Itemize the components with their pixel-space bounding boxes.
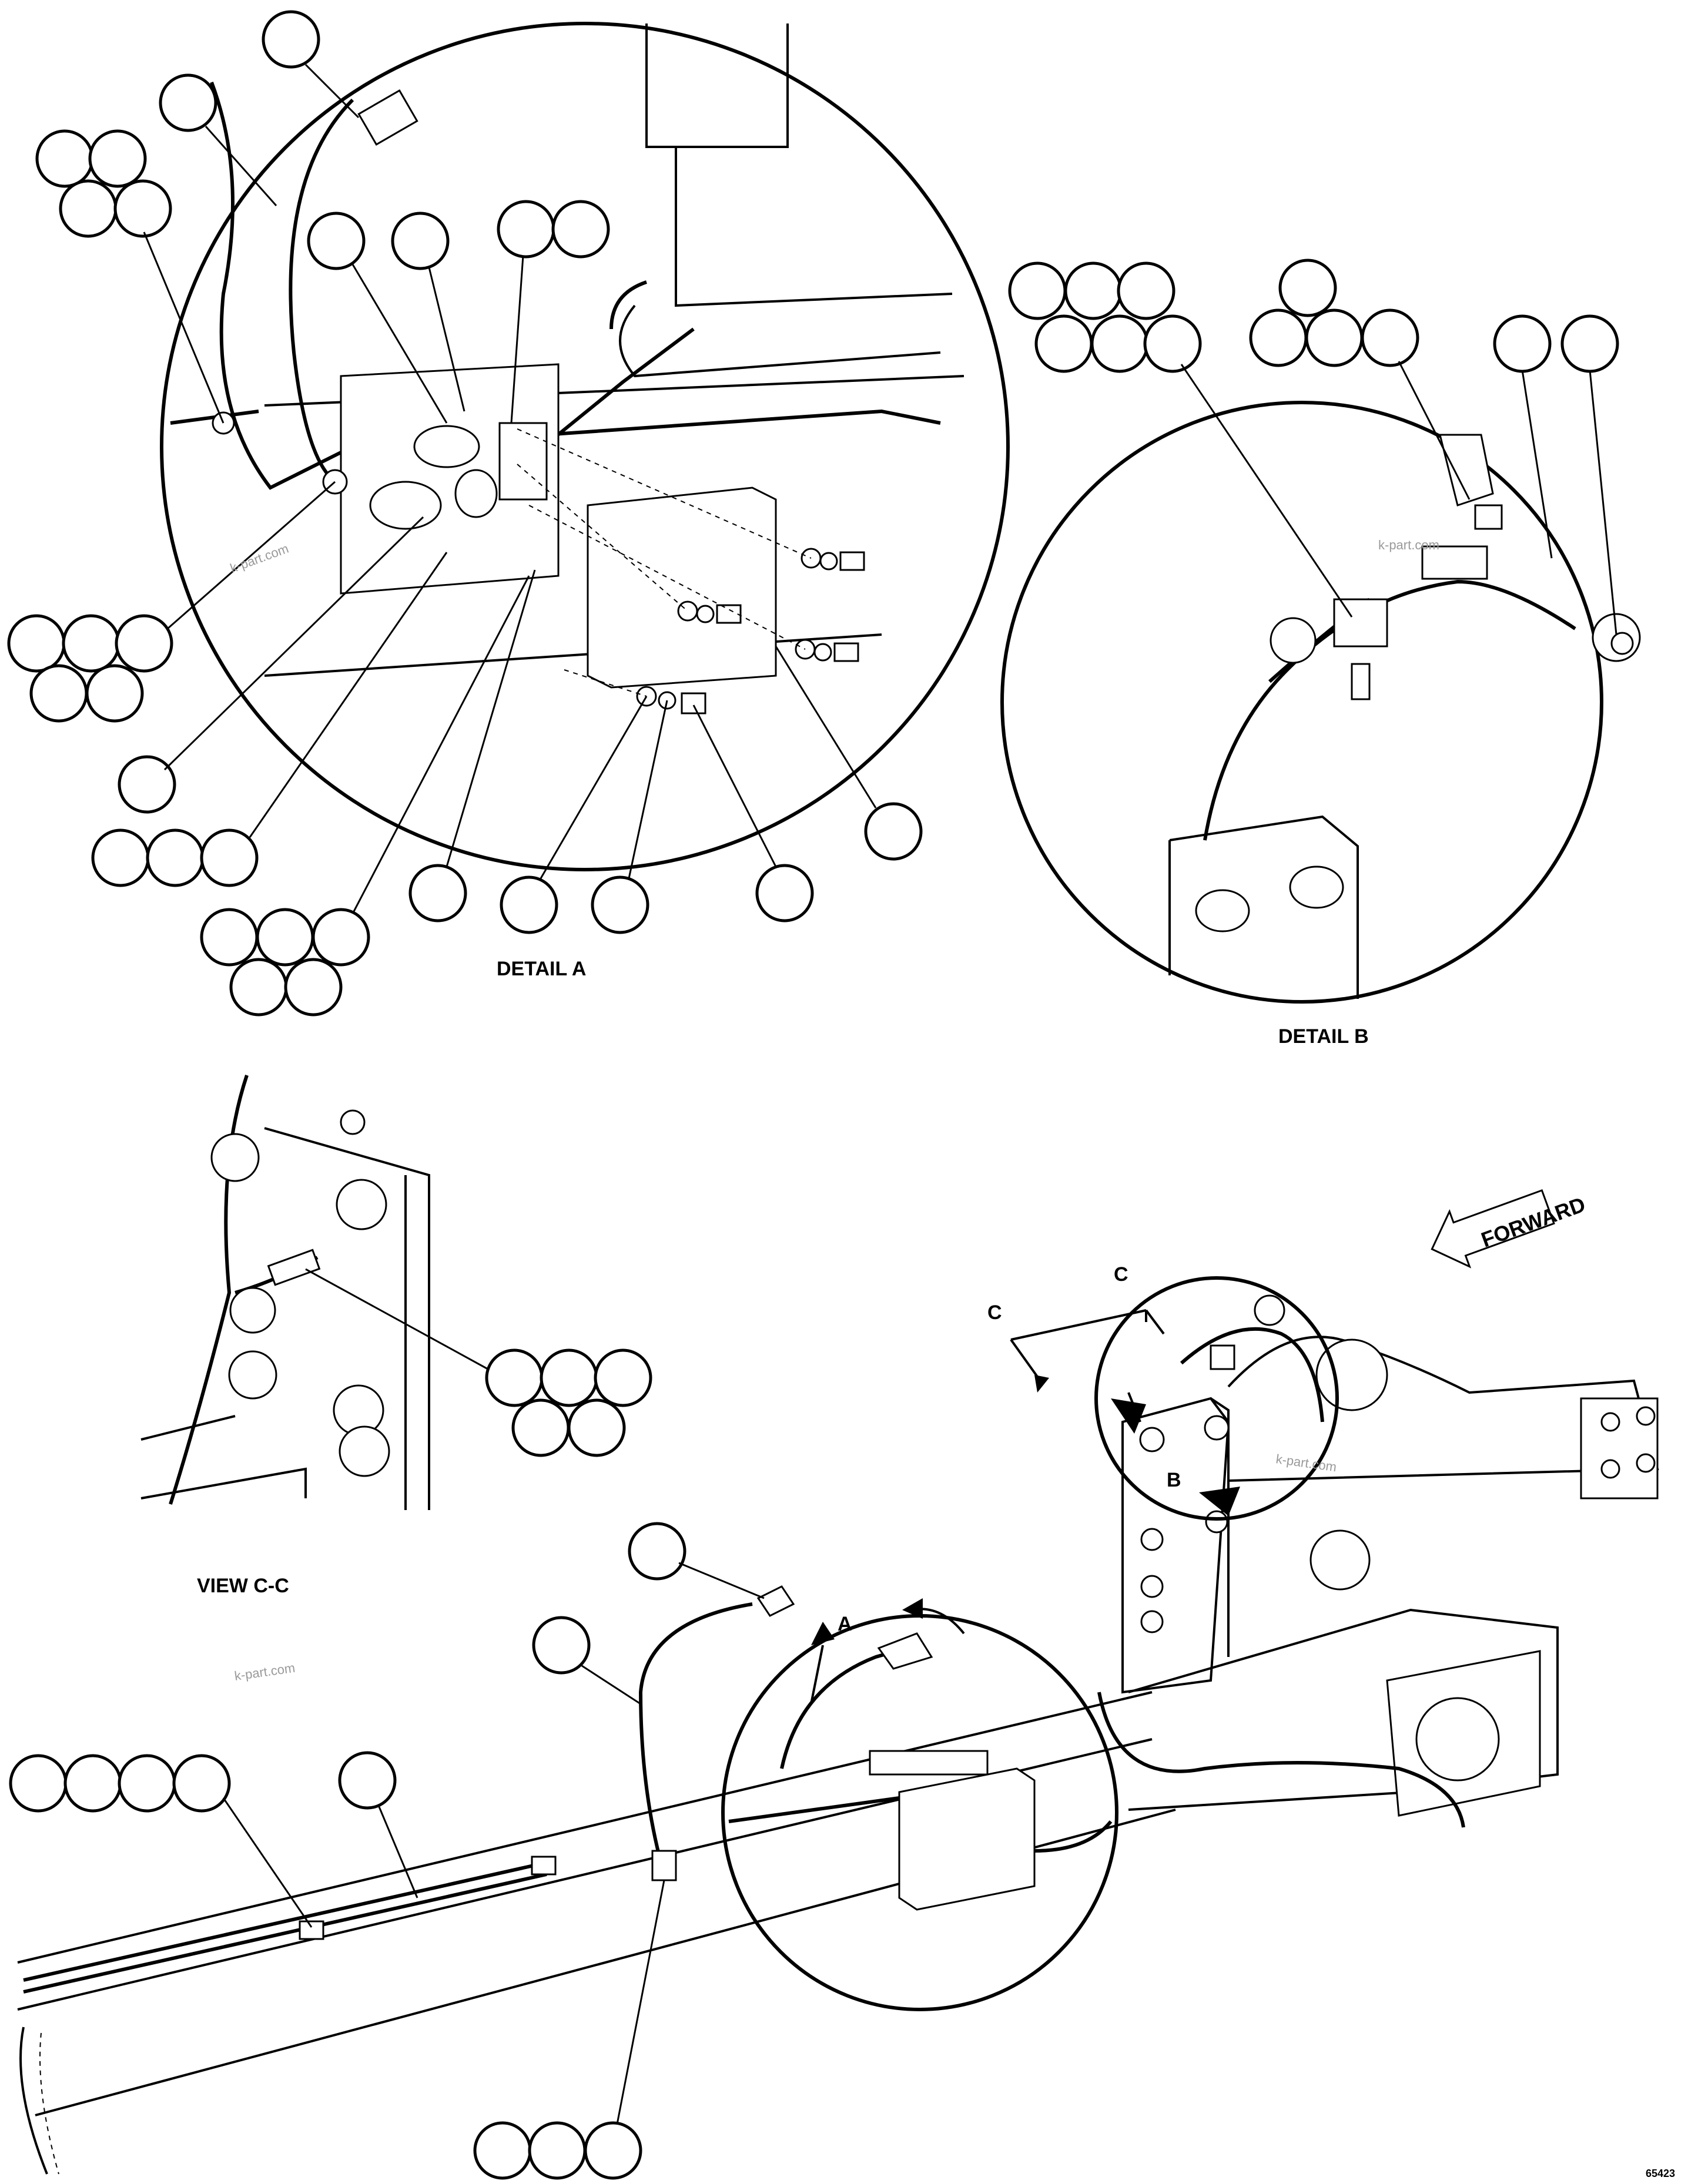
text-labels: DETAIL A DETAIL B VIEW C-C FORWARD A B C… xyxy=(197,958,1675,2179)
callout-balloon xyxy=(118,755,176,814)
callout-balloon xyxy=(200,828,259,887)
detail-b-callout-circle xyxy=(1094,1276,1339,1521)
callout-balloon xyxy=(113,179,172,238)
view-cc-title: VIEW C-C xyxy=(197,1575,289,1597)
callout-balloon xyxy=(594,1348,652,1407)
callout-balloon xyxy=(312,908,370,967)
callout-balloon xyxy=(63,1754,122,1813)
callout-balloon xyxy=(567,1398,626,1457)
callout-balloon xyxy=(159,73,217,132)
callout-balloon xyxy=(284,958,343,1016)
callout-balloon xyxy=(755,864,814,922)
callout-balloon xyxy=(551,200,610,259)
callout-balloon xyxy=(408,864,467,922)
callout-balloon xyxy=(307,212,366,270)
marker-b: B xyxy=(1167,1469,1181,1491)
watermark: k-part.com xyxy=(1378,538,1439,552)
callout-balloon xyxy=(473,2121,532,2180)
callout-balloon xyxy=(118,1754,176,1813)
main-view xyxy=(17,1276,1659,2175)
figure-id: 65423 xyxy=(1646,2168,1675,2179)
callout-balloon xyxy=(1305,308,1364,367)
watermark: k-part.com xyxy=(228,541,290,576)
callout-balloon xyxy=(29,664,88,723)
callout-balloon xyxy=(229,958,288,1016)
view-cc xyxy=(140,1075,430,1510)
watermark: k-part.com xyxy=(233,1660,296,1683)
module-box xyxy=(587,487,777,689)
callout-balloon xyxy=(1064,261,1123,320)
arrows xyxy=(810,1189,1555,1705)
callout-balloon xyxy=(864,802,923,861)
callout-balloon xyxy=(584,2121,642,2180)
detail-b-circle xyxy=(1000,401,1603,1004)
callout-balloon xyxy=(62,614,120,673)
marker-c-top: C xyxy=(1114,1263,1128,1286)
detail-b-title: DETAIL B xyxy=(1278,1025,1369,1048)
callout-balloon xyxy=(485,1348,544,1407)
callout-balloon xyxy=(1249,308,1308,367)
marker-a: A xyxy=(838,1613,852,1635)
callout-balloon xyxy=(532,1616,591,1675)
callout-balloon xyxy=(391,212,450,270)
relay xyxy=(498,422,548,501)
detail-a-title: DETAIL A xyxy=(497,958,586,980)
callout-balloon xyxy=(1090,314,1149,373)
callout-balloon xyxy=(59,179,118,238)
detail-a-circle xyxy=(160,22,1010,871)
callout-balloon xyxy=(9,1754,68,1813)
mounting-plate xyxy=(340,363,560,595)
callout-balloon xyxy=(528,2121,587,2180)
callout-balloon xyxy=(1008,261,1067,320)
callout-balloon xyxy=(511,1398,570,1457)
watermark: k-part.com xyxy=(1275,1451,1337,1474)
callout-balloon xyxy=(115,614,173,673)
callout-balloons xyxy=(7,10,1619,2180)
callout-balloon xyxy=(35,129,94,188)
callout-balloon xyxy=(1560,314,1619,373)
callout-balloon xyxy=(1493,314,1552,373)
callout-balloon xyxy=(146,828,205,887)
callout-balloon xyxy=(88,129,147,188)
callout-balloon xyxy=(1361,308,1419,367)
callout-balloon xyxy=(540,1348,598,1407)
callout-balloon xyxy=(256,908,314,967)
callout-balloon xyxy=(172,1754,231,1813)
callout-balloon xyxy=(1034,314,1093,373)
callout-balloon xyxy=(262,10,320,69)
marker-c-left: C xyxy=(987,1301,1002,1324)
detail-b xyxy=(1000,401,1641,1004)
callout-balloon xyxy=(200,908,259,967)
callout-balloon xyxy=(85,664,144,723)
callout-balloon xyxy=(497,200,555,259)
callout-balloon xyxy=(500,875,558,934)
detail-a xyxy=(160,22,1010,871)
forward-arrow xyxy=(1431,1189,1555,1269)
callout-balloon xyxy=(91,828,150,887)
leader-lines xyxy=(143,63,1617,2125)
callout-balloon xyxy=(591,875,649,934)
callout-balloon xyxy=(338,1751,397,1810)
callout-balloon xyxy=(1117,261,1175,320)
callout-balloon xyxy=(628,1522,686,1581)
callout-balloon xyxy=(7,614,66,673)
callout-balloon xyxy=(1278,259,1337,317)
callout-balloon xyxy=(1143,314,1202,373)
